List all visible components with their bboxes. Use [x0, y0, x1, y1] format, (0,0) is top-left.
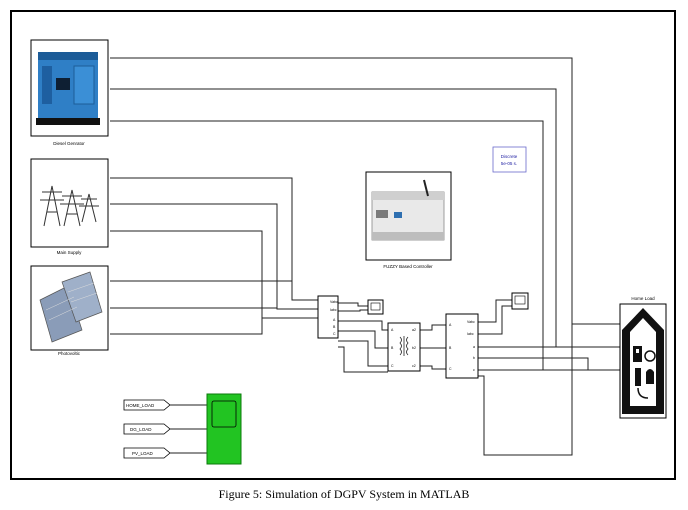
meas2-out-a: a — [473, 345, 475, 349]
meas1-port-a: A — [333, 318, 336, 322]
transmission-tower-icon — [40, 185, 99, 227]
house-plug-icon — [622, 308, 664, 414]
m2-scope-wire — [478, 299, 512, 323]
m2-bottom-wire — [478, 324, 573, 456]
meas2-in-a: A — [449, 323, 452, 327]
meas2-out-b: b — [473, 356, 475, 360]
measurement-block-2[interactable]: A B C Vabc Iabc a b c — [445, 313, 479, 379]
m1-tr-a — [338, 320, 388, 331]
photovoltaic-label: Photovoltic — [58, 351, 81, 356]
goto-tag-home-load[interactable]: HOME_LOAD — [123, 399, 207, 411]
transformer-out-b: b2 — [412, 346, 416, 350]
goto-dg-load-label: DG_LOAD — [130, 427, 152, 432]
scope-1[interactable] — [367, 299, 384, 315]
fuzzy-controller-label: FUZZY Based Controller — [383, 264, 433, 269]
transformer-in-c: C — [391, 364, 394, 368]
goto-pv-load-label: PV_LOAD — [132, 451, 154, 456]
goto-home-load-label: HOME_LOAD — [126, 403, 155, 408]
discrete-powergui[interactable]: Discrete 5e-05 s. — [492, 146, 527, 173]
figure-caption: Figure 5: Simulation of DGPV System in M… — [218, 487, 470, 501]
m1-bottom-wire — [338, 346, 388, 373]
home-load-block[interactable]: Home Load — [619, 296, 667, 419]
m1-tr-b — [338, 330, 388, 349]
meas2-out-iabc: Iabc — [467, 332, 474, 336]
meas1-scope-wire — [338, 302, 368, 307]
green-scope[interactable] — [206, 393, 242, 465]
meas1-scope-wire-2 — [338, 309, 368, 312]
transformer-coil-icon — [399, 336, 409, 356]
tr-m2-c — [420, 365, 446, 370]
photovoltaic-block[interactable]: Photovoltic — [30, 265, 109, 356]
ms-wire-3 — [110, 230, 318, 319]
diesel-generator-block[interactable]: Diesel Genrator — [30, 39, 109, 146]
plc-controller-icon — [371, 179, 445, 241]
transformer-block[interactable]: A B C a2 b2 c2 — [387, 322, 421, 372]
meas1-port-c: C — [333, 332, 336, 336]
solar-panel-icon — [39, 271, 103, 343]
meas2-in-b: B — [449, 346, 452, 350]
meas2-out-c: c — [473, 368, 475, 372]
diagram-frame — [10, 10, 676, 480]
measurement-block-1[interactable]: Vabc Iabc A B C — [317, 295, 339, 339]
discrete-step-label: 5e-05 s. — [501, 161, 517, 166]
diesel-generator-label: Diesel Genrator — [53, 141, 85, 146]
transformer-in-a: A — [391, 328, 394, 332]
diesel-generator-icon — [36, 52, 100, 125]
transformer-out-a: a2 — [412, 328, 416, 332]
meas1-port-b: B — [333, 325, 336, 329]
meas1-port-iabc: Iabc — [330, 308, 337, 312]
scope-2[interactable] — [511, 292, 529, 310]
dg-wire-1 — [110, 57, 622, 325]
ms-wire-2 — [110, 203, 318, 310]
main-supply-block[interactable]: Main Supply — [30, 158, 109, 255]
m1-tr-c — [338, 340, 388, 367]
pv-wire-3 — [110, 318, 263, 335]
discrete-label: Discrete — [501, 154, 518, 159]
fuzzy-controller-block[interactable]: FUZZY Based Controller — [365, 171, 452, 269]
meas1-port-vabc: Vabc — [330, 300, 338, 304]
transformer-out-c: c2 — [412, 364, 416, 368]
main-supply-label: Main Supply — [57, 250, 83, 255]
goto-tag-dg-load[interactable]: DG_LOAD — [123, 423, 207, 435]
transformer-in-b: B — [391, 346, 394, 350]
pv-wire-1 — [110, 280, 293, 300]
goto-tag-pv-load[interactable]: PV_LOAD — [123, 447, 207, 459]
home-load-label: Home Load — [631, 296, 655, 301]
meas2-out-vabc: Vabc — [467, 320, 475, 324]
m2-scope-wire-2 — [478, 305, 512, 335]
ms-wire-1 — [110, 177, 318, 301]
m2-load-b — [478, 357, 589, 370]
wires — [110, 57, 622, 456]
tr-m2-a — [420, 324, 446, 331]
meas2-in-c: C — [449, 367, 452, 371]
